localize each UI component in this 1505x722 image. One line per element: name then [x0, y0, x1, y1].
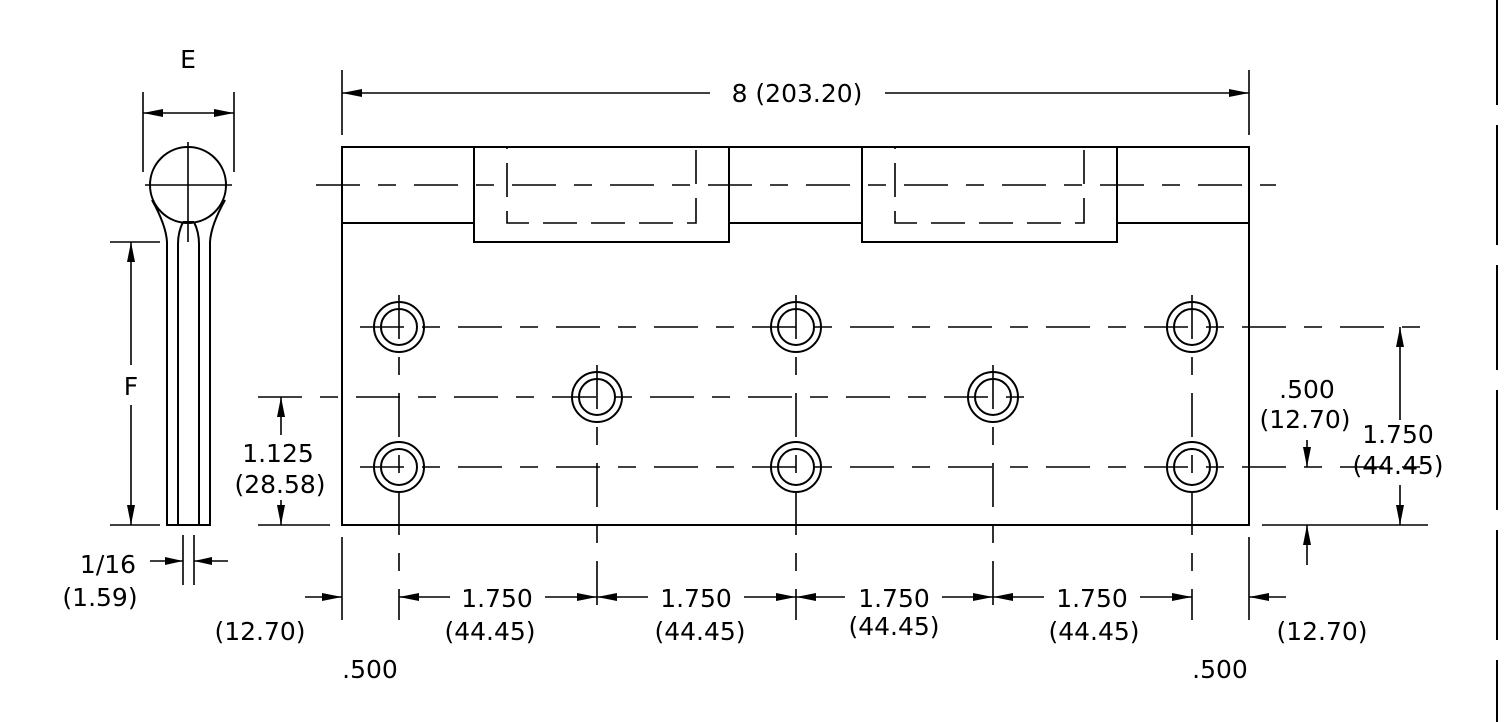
row-spacing-in: 1.750 [1362, 420, 1434, 449]
hole [770, 301, 822, 353]
bottom-edge-arrow-top [1303, 447, 1311, 467]
spacing-mm: (44.45) [1048, 617, 1139, 646]
row-arrow-top [1396, 327, 1404, 347]
overall-arrow-left [342, 89, 362, 97]
hole [1166, 301, 1218, 353]
spacing-dim: 1.750 (44.45) [597, 584, 796, 646]
stagger-arrow-bottom [277, 505, 285, 525]
f-label: F [124, 372, 138, 401]
row-spacing-mm: (44.45) [1352, 451, 1443, 480]
leaf-inner [177, 221, 200, 525]
row-arrow-bottom [1396, 505, 1404, 525]
stagger-mm: (28.58) [234, 470, 325, 499]
spacing-in: 1.750 [461, 584, 533, 613]
thickness-mm: (1.59) [62, 583, 137, 612]
bottom-edge-arrow-bottom [1303, 525, 1311, 545]
e-arrow-left [143, 109, 163, 117]
spacing-in: 1.750 [660, 584, 732, 613]
e-arrow-right [214, 109, 234, 117]
spacing-in: 1.750 [858, 584, 930, 613]
spacing-in: 1.750 [1056, 584, 1128, 613]
bottom-edge-in: .500 [1279, 375, 1335, 404]
right-edge-mm: (12.70) [1276, 617, 1367, 646]
left-edge-arrow [322, 593, 342, 601]
left-edge-mm: (12.70) [214, 617, 305, 646]
hole [967, 371, 1019, 423]
hole [770, 441, 822, 493]
spacing-mm: (44.45) [848, 612, 939, 641]
hidden-knuckle-1 [506, 146, 697, 224]
front-view: 8 (203.20) (12.70) .500 (12.70) .500 1.7… [214, 70, 1444, 684]
hole [571, 371, 623, 423]
hole [373, 441, 425, 493]
f-arrow-bottom [127, 505, 135, 525]
hole [373, 301, 425, 353]
knuckle-cutout-1 [473, 147, 730, 243]
right-edge-in: .500 [1192, 655, 1248, 684]
thk-arrow-right [194, 557, 212, 565]
bottom-edge-mm: (12.70) [1259, 405, 1350, 434]
side-view: E F 1/16 (1.59) [62, 45, 235, 612]
right-edge-arrow [1249, 593, 1269, 601]
leaf-outline [151, 199, 226, 526]
hole [1166, 441, 1218, 493]
stagger-in: 1.125 [242, 439, 314, 468]
stagger-arrow-top [277, 397, 285, 417]
knuckle-cutout-2 [861, 147, 1118, 243]
e-label: E [180, 45, 196, 74]
hidden-knuckle-2 [894, 146, 1085, 224]
spacing-dim: 1.750 (44.45) [399, 584, 597, 646]
spacing-mm: (44.45) [444, 617, 535, 646]
overall-arrow-right [1229, 89, 1249, 97]
f-arrow-top [127, 242, 135, 262]
spacing-mm: (44.45) [654, 617, 745, 646]
overall-length-label: 8 (203.20) [732, 79, 863, 108]
thickness-in: 1/16 [80, 550, 136, 579]
thk-arrow-left [165, 557, 183, 565]
spacing-dim: 1.750 (44.45) [796, 584, 993, 641]
spacing-dim: 1.750 (44.45) [993, 584, 1192, 646]
left-edge-in: .500 [342, 655, 398, 684]
